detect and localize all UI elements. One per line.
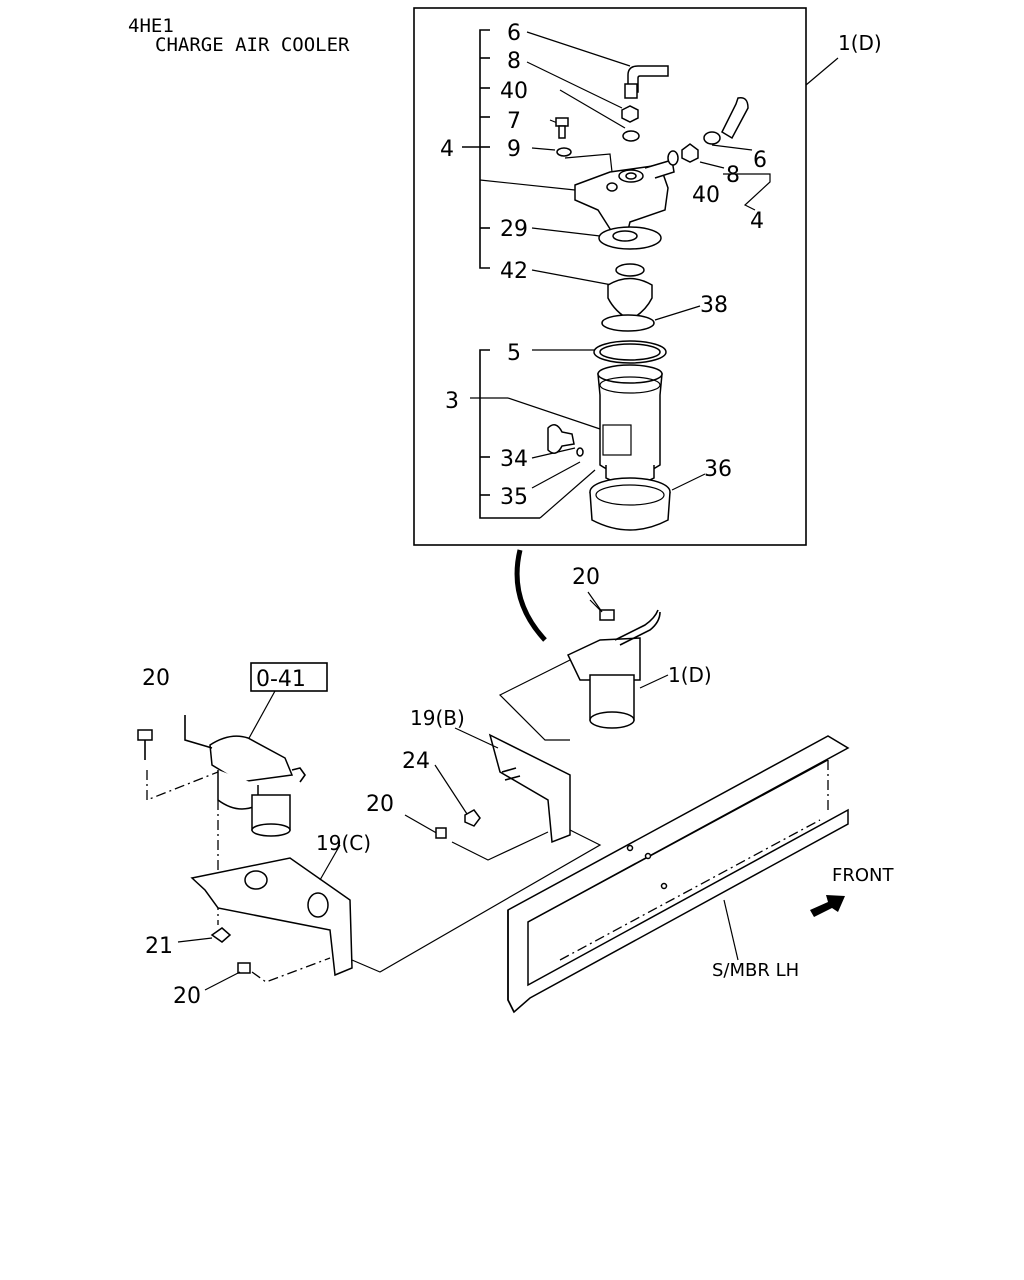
ref-box [250,662,328,692]
drain-plug-34 [547,424,575,454]
callout-7: 7 [507,109,521,134]
front-arrow-icon [810,895,845,917]
callout-20-top: 20 [572,565,600,590]
callout-38: 38 [700,293,728,318]
group-bracket-4 [479,29,490,269]
callout-20-mid: 20 [366,792,394,817]
callout-40b: 40 [692,183,720,208]
front-label: FRONT [832,865,894,886]
callout-36: 36 [704,457,732,482]
callout-35: 35 [500,485,528,510]
callout-24: 24 [402,749,430,774]
callout-20-bottom: 20 [173,984,201,1009]
callout-19c: 19(C) [316,831,371,855]
eye-bolt-fitting-6 [627,65,669,93]
callout-4: 4 [440,137,454,162]
callout-6b: 6 [753,148,767,173]
zoom-arrow [514,549,547,642]
model-code: 4HE1 [128,15,174,37]
callout-21: 21 [145,934,173,959]
detail-box [413,7,807,546]
element-42-top [615,263,645,277]
left-filter-head [209,735,294,783]
callout-5: 5 [507,341,521,366]
callout-34: 34 [500,447,528,472]
callout-3: 3 [445,389,459,414]
mounted-filter-head [566,637,641,681]
callout-4b: 4 [750,209,764,234]
fitting-hex [624,83,638,99]
callout-42: 42 [500,259,528,284]
bolt-20-left [137,729,153,741]
callout-8: 8 [507,49,521,74]
callout-20-left: 20 [142,666,170,691]
o-ring-9 [556,147,572,157]
bracket-19b [488,733,571,844]
nut-8b [681,143,699,163]
washer-40 [622,130,640,142]
ref-box-label: 0-41 [256,667,306,692]
o-ring-38 [601,314,655,332]
eye-bolt-fitting-6b [721,96,749,140]
bolt-7-head [555,117,569,127]
nut-21 [210,927,232,943]
callout-40: 40 [500,79,528,104]
callout-1d-mid: 1(D) [668,663,712,687]
side-member-label: S/MBR LH [712,960,799,981]
group-bracket-5 [479,349,540,519]
callout-29: 29 [500,217,528,242]
bolt-20-bottom [237,962,251,974]
bolt-20-top [599,609,615,621]
nut-8 [621,105,639,123]
leader-1d-top [805,57,839,86]
filter-head-4 [574,164,669,233]
nut-24 [464,809,481,827]
label-area [602,424,632,456]
washer-40b [667,150,679,166]
bolt-20-mid [435,827,447,839]
callout-6: 6 [507,21,521,46]
bolt-7-shank [558,125,566,139]
diagram-title: CHARGE AIR COOLER [155,34,350,56]
callout-1d-top: 1(D) [838,31,882,55]
o-ring-35 [576,447,584,457]
filter-element-42 [607,277,653,321]
callout-19b: 19(B) [410,706,465,730]
callout-9: 9 [507,137,521,162]
bracket-19c [190,857,353,977]
callout-8b: 8 [726,163,740,188]
